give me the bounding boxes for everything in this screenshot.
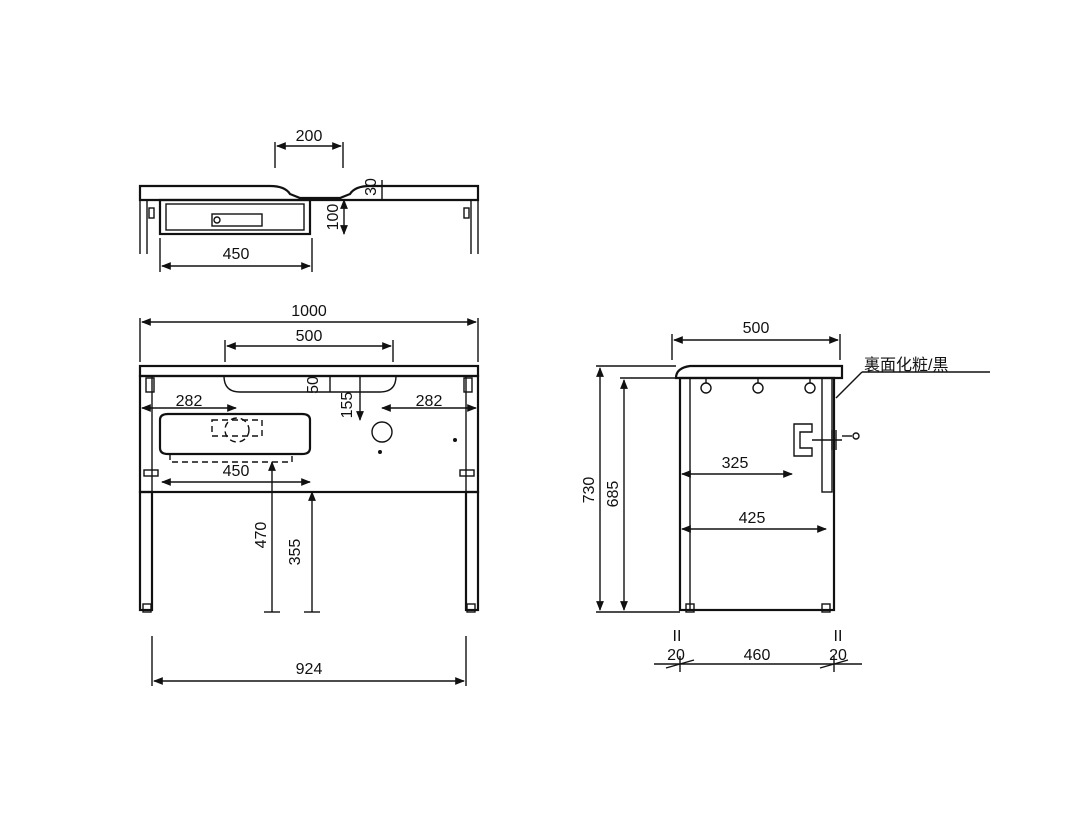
side-foot-back bbox=[821, 603, 831, 613]
top-view: 200 30 100 450 bbox=[138, 128, 480, 272]
dim-top-depth: 30 bbox=[363, 178, 380, 196]
front-clip-right bbox=[459, 469, 475, 477]
side-pipe-valve bbox=[852, 432, 860, 440]
dim-sink-width: 500 bbox=[296, 328, 323, 345]
dim-bottom-slash-1 bbox=[665, 659, 695, 669]
front-screw-b bbox=[453, 438, 457, 442]
side-label-leader bbox=[835, 371, 863, 399]
dim-bottom-slash-2 bbox=[819, 659, 849, 669]
dim-front-drawer-width: 450 bbox=[223, 463, 250, 480]
dim-side-offset-b: 425 bbox=[739, 510, 766, 527]
dim-side-depth: 500 bbox=[743, 320, 770, 337]
front-bracket-left bbox=[145, 377, 155, 393]
top-view-drawer-handle bbox=[211, 213, 263, 227]
front-countertop bbox=[138, 364, 480, 378]
top-view-fitting-left bbox=[148, 207, 155, 219]
top-view-drawer-inner bbox=[165, 203, 305, 231]
front-tap-hole bbox=[371, 421, 393, 443]
dim-total-width: 1000 bbox=[291, 303, 327, 320]
dim-drawer-floor-height: 470 bbox=[253, 522, 270, 549]
front-foot-right bbox=[466, 603, 476, 613]
front-sink-bowl bbox=[223, 375, 397, 393]
side-knob-2 bbox=[752, 382, 764, 394]
front-drawer-opening bbox=[158, 412, 312, 456]
dim-side-right-margin: 20 bbox=[829, 647, 847, 664]
side-knob-1 bbox=[700, 382, 712, 394]
equal-mark-left: II bbox=[673, 628, 682, 645]
side-knobs bbox=[700, 378, 816, 394]
front-foot-left bbox=[142, 603, 152, 613]
side-knob-3 bbox=[804, 382, 816, 394]
dim-right-offset: 282 bbox=[416, 393, 443, 410]
top-view-drawer bbox=[158, 198, 312, 236]
equal-mark-right: II bbox=[834, 628, 843, 645]
front-drain-dashed bbox=[224, 417, 250, 443]
dim-notch-width: 200 bbox=[296, 128, 323, 145]
dim-drain-offset: 155 bbox=[339, 392, 356, 419]
front-leg-right bbox=[464, 490, 480, 612]
front-leg-left bbox=[138, 490, 154, 612]
dim-leg-span: 924 bbox=[296, 661, 323, 678]
side-view: 500 裏面化粧/黒 730 bbox=[581, 320, 990, 672]
top-view-fitting-right bbox=[463, 207, 470, 219]
top-view-countertop bbox=[138, 184, 480, 202]
front-bracket-right bbox=[463, 377, 473, 393]
dim-drawer-height: 100 bbox=[325, 204, 342, 231]
side-body bbox=[678, 376, 836, 612]
top-view-handle-dot bbox=[213, 216, 221, 224]
dim-side-inner-height: 685 bbox=[605, 481, 622, 508]
side-back-rail bbox=[821, 377, 833, 493]
front-tray-dashed bbox=[169, 454, 293, 463]
side-faucet-bracket bbox=[793, 423, 813, 457]
front-screw-a bbox=[378, 450, 382, 454]
dim-sink-depth: 50 bbox=[305, 376, 322, 394]
side-back-finish-label: 裏面化粧/黒 bbox=[864, 355, 948, 374]
front-view: 1000 500 50 15 bbox=[138, 303, 480, 686]
front-clip-left bbox=[143, 469, 159, 477]
dim-side-height: 730 bbox=[581, 477, 598, 504]
dim-side-center-span: 460 bbox=[744, 647, 771, 664]
dim-left-offset: 282 bbox=[176, 393, 203, 410]
dim-top-drawer-width: 450 bbox=[223, 246, 250, 263]
dim-tap-height: 355 bbox=[287, 539, 304, 566]
dim-side-offset-a: 325 bbox=[722, 455, 749, 472]
side-countertop bbox=[674, 364, 844, 380]
dim-side-left-margin: 20 bbox=[667, 647, 685, 664]
side-foot-front bbox=[685, 603, 695, 613]
front-handle-dashed bbox=[211, 419, 263, 437]
